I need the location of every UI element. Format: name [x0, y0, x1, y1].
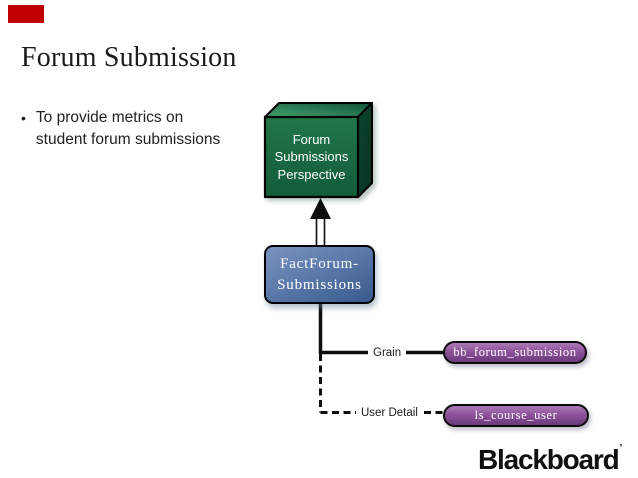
blackboard-logo: Blackboard’	[478, 443, 622, 476]
cube-right-face	[357, 102, 373, 198]
connection-label-user-detail: User Detail	[356, 404, 423, 423]
fact-table-box: FactForum- Submissions	[264, 245, 375, 304]
fact-table-label: FactForum- Submissions	[277, 255, 362, 293]
cube-top-face	[264, 102, 373, 118]
bullet-text: To provide metrics on student forum subm…	[35, 109, 221, 148]
up-arrow	[310, 198, 331, 247]
page-title: Forum Submission	[21, 42, 237, 73]
cube-label: Forum Submissions Perspective	[274, 131, 349, 182]
bullet-item: • To provide metrics on student forum su…	[21, 107, 251, 151]
connection-label-grain: Grain	[368, 344, 407, 363]
table-pill-label: ls_course_user	[474, 408, 558, 422]
table-pill-bb-forum-submission: bb_forum_submission	[443, 341, 587, 364]
red-accent-block	[8, 5, 44, 23]
table-pill-ls-course-user: ls_course_user	[443, 404, 589, 427]
table-pill-label: bb_forum_submission	[453, 345, 577, 359]
trademark-mark: ’	[619, 443, 623, 454]
up-arrow-head	[310, 198, 331, 219]
bullet-marker: •	[21, 110, 26, 126]
blackboard-logo-text: Blackboard	[478, 444, 620, 475]
